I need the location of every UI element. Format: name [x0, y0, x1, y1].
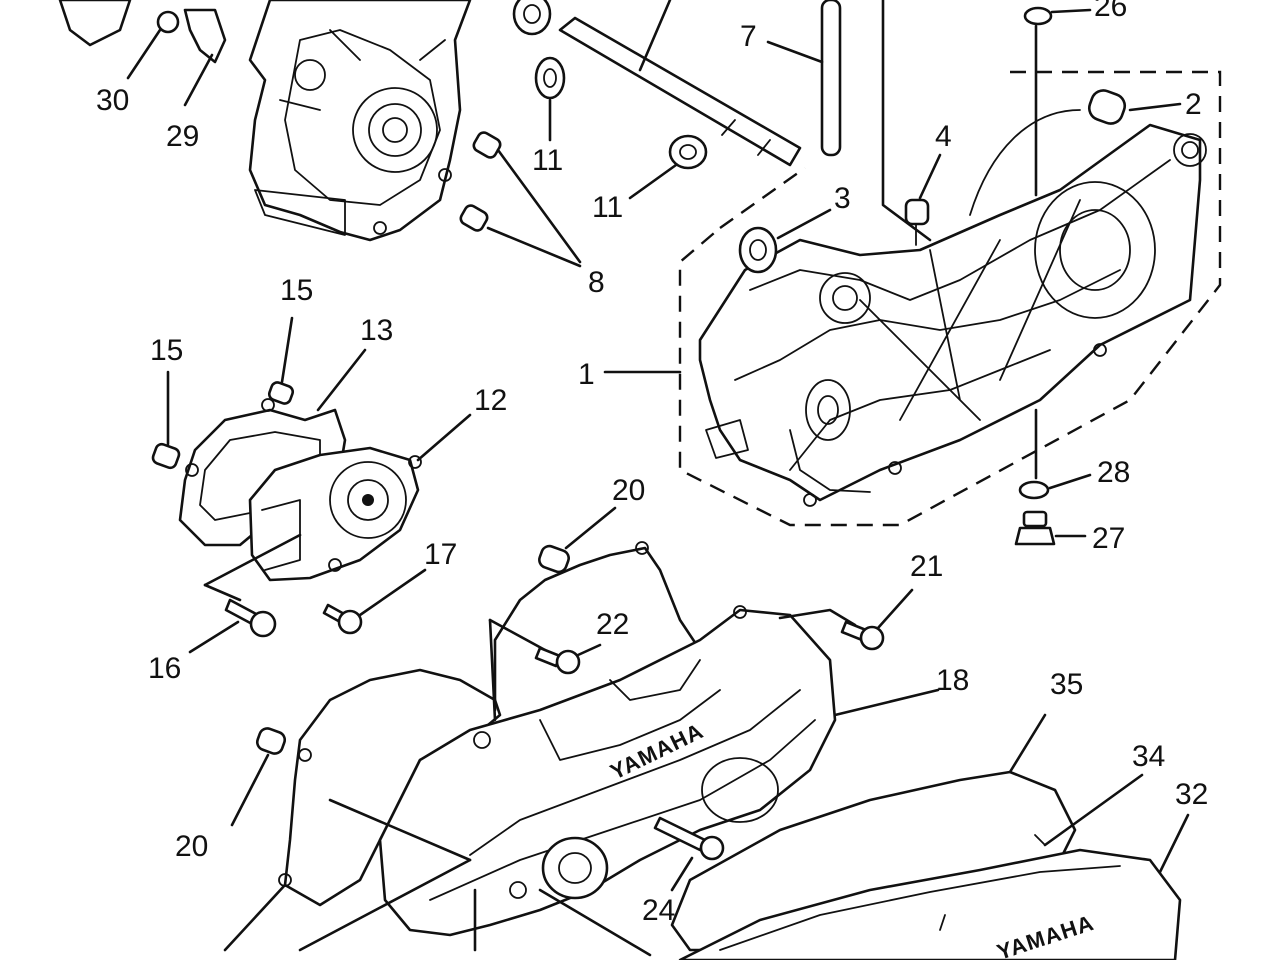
drain-bolt-27	[1014, 510, 1087, 546]
bottom-left-leaders	[223, 798, 652, 957]
callout-20-upper: 20	[612, 474, 645, 507]
pins-15	[151, 316, 295, 470]
callout-8: 8	[588, 266, 605, 299]
callout-35: 35	[1050, 668, 1083, 701]
callout-30: 30	[96, 84, 129, 117]
pins-20	[230, 506, 617, 827]
callout-11-upper: 11	[532, 144, 563, 177]
bearing-top	[512, 0, 552, 36]
screw-17	[322, 568, 427, 635]
callout-11-lower: 11	[592, 191, 623, 224]
callout-labels: 1 2 3 4 7 8 11 11 12 13 15 15 16 17 18 2…	[96, 0, 1208, 927]
washer-26	[1023, 6, 1092, 197]
shaft	[558, 0, 802, 167]
callout-22: 22	[596, 608, 629, 641]
left-crankcase-half	[58, 0, 472, 242]
seal-3	[738, 208, 832, 274]
callout-24: 24	[642, 894, 675, 927]
main-crankcase-1	[603, 70, 1222, 527]
crankcase-cover-18: YAMAHA	[378, 605, 940, 937]
callout-29: 29	[166, 120, 199, 153]
callout-4: 4	[935, 120, 952, 153]
callout-32: 32	[1175, 778, 1208, 811]
callout-1: 1	[578, 358, 595, 391]
outer-cover-32: YAMAHA	[678, 813, 1190, 960]
screw-16	[188, 598, 277, 654]
oil-seals-11	[534, 56, 708, 200]
callout-27: 27	[1092, 522, 1125, 555]
callout-26: 26	[1094, 0, 1127, 23]
dowel-pins-8	[459, 131, 582, 268]
callout-3: 3	[834, 182, 851, 215]
callout-21: 21	[910, 550, 943, 583]
callout-20-lower: 20	[175, 830, 208, 863]
bolt-21	[840, 588, 914, 651]
callout-28: 28	[1097, 456, 1130, 489]
rod-7	[766, 0, 932, 242]
callout-12: 12	[474, 384, 507, 417]
callout-2: 2	[1185, 88, 1202, 121]
bolt-30	[126, 10, 180, 80]
bushing-2	[1087, 89, 1182, 125]
callout-15-left: 15	[150, 334, 183, 367]
callout-16: 16	[148, 652, 181, 685]
callout-13: 13	[360, 314, 393, 347]
bolt-22	[534, 643, 602, 675]
callout-7: 7	[740, 20, 757, 53]
pump-cover-12	[203, 413, 472, 602]
washer-28	[1018, 408, 1092, 500]
bolt-24	[653, 816, 725, 892]
callout-17: 17	[424, 538, 457, 571]
callout-15-upper: 15	[280, 274, 313, 307]
bracket-29	[183, 8, 227, 107]
fitting-4	[904, 153, 942, 246]
callout-18: 18	[936, 664, 969, 697]
callout-34: 34	[1132, 740, 1165, 773]
